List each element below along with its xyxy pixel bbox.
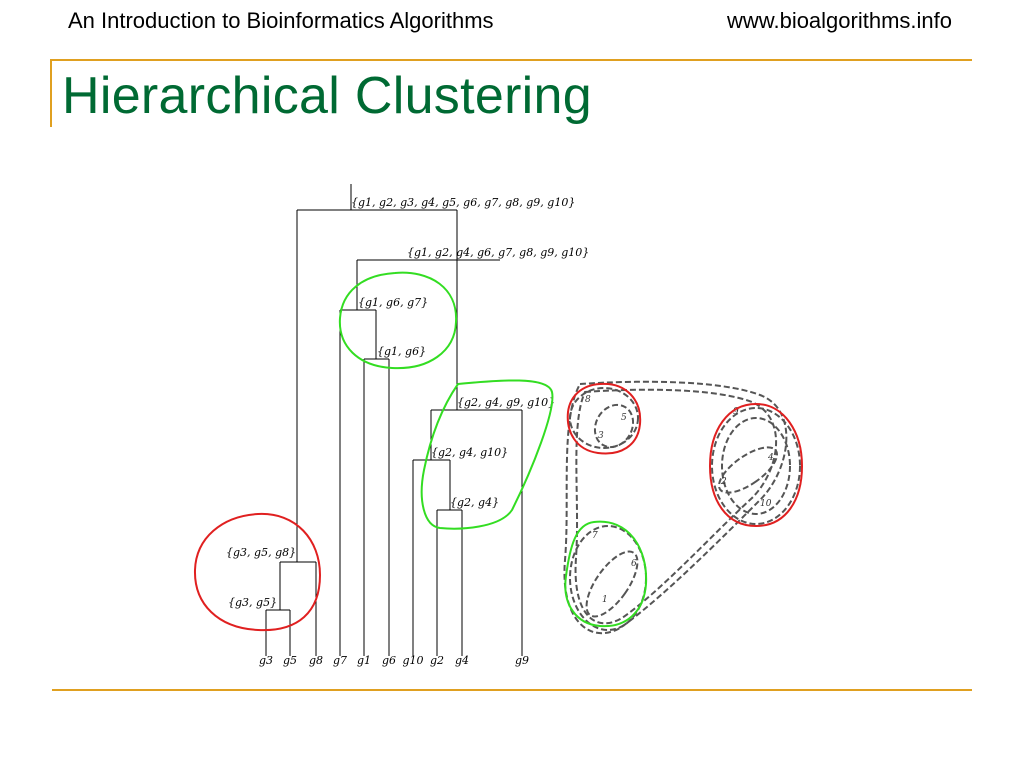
red-circle-9-4-2-10 bbox=[708, 402, 804, 528]
point-label: 2 bbox=[720, 477, 727, 487]
contour-7-6-1-inner bbox=[585, 550, 639, 618]
leaf-label: g5 bbox=[283, 654, 297, 667]
label-cluster-g2-g4-g9-g10: {g2, g4, g9, g10} bbox=[457, 396, 555, 409]
label-cluster-g3-g5-g8: {g3, g5, g8} bbox=[226, 546, 296, 559]
point-label: 6 bbox=[631, 559, 637, 569]
left-rule bbox=[50, 59, 52, 127]
point-label: 9 bbox=[733, 407, 739, 417]
red-circle-8-5-3 bbox=[566, 382, 642, 455]
header-left-text: An Introduction to Bioinformatics Algori… bbox=[68, 8, 494, 33]
leaf-label: g10 bbox=[402, 654, 423, 667]
green-circle-7-6-1 bbox=[564, 520, 648, 628]
red-circle-g3-g5-g8 bbox=[193, 512, 322, 632]
leaf-label: g4 bbox=[455, 654, 469, 667]
branch-g1-g6-g7 bbox=[339, 309, 377, 656]
contour-9-4-2-10-outer bbox=[711, 407, 801, 525]
label-cluster-all: {g1, g2, g3, g4, g5, g6, g7, g8, g9, g10… bbox=[351, 196, 575, 209]
bottom-rule bbox=[52, 689, 972, 691]
point-label: 8 bbox=[585, 395, 591, 405]
branch-g2-g4-g10 bbox=[412, 459, 451, 656]
leaf-label: g7 bbox=[333, 654, 347, 667]
mid-contour bbox=[574, 388, 777, 625]
point-label: 4 bbox=[767, 453, 774, 463]
label-cluster-g2-g4: {g2, g4} bbox=[450, 496, 499, 509]
leaf-label: g6 bbox=[382, 654, 396, 667]
contour-9-4-2-10-inner bbox=[718, 446, 778, 494]
point-label: 1 bbox=[602, 595, 608, 605]
leaf-label: g3 bbox=[259, 654, 273, 667]
outer-contour bbox=[563, 380, 788, 635]
point-label: 10 bbox=[760, 499, 772, 509]
branch-g2-g4-g9-g10 bbox=[430, 409, 523, 656]
point-label: 5 bbox=[621, 413, 627, 423]
top-rule bbox=[52, 59, 972, 61]
leaf-label: g2 bbox=[430, 654, 444, 667]
label-cluster-g1-g6-g7: {g1, g6, g7} bbox=[358, 296, 428, 309]
label-cluster-g1-g6: {g1, g6} bbox=[377, 345, 426, 358]
point-label: 7 bbox=[592, 531, 598, 541]
leaf-label: g8 bbox=[309, 654, 323, 667]
green-loop-g2-g4-g9-g10 bbox=[420, 379, 554, 530]
contour-8-5-3-inner bbox=[593, 403, 635, 449]
cluster-labels: {g1, g2, g3, g4, g5, g6, g7, g8, g9, g10… bbox=[226, 196, 589, 609]
leaf-labels: g3 g5 g8 g7 g1 g6 g10 g2 g4 g9 bbox=[259, 654, 529, 667]
label-cluster-8: {g1, g2, g4, g6, g7, g8, g9, g10} bbox=[407, 246, 589, 259]
branch-g1-g6-g7-link bbox=[356, 260, 458, 410]
label-cluster-g3-g5: {g3, g5} bbox=[228, 596, 277, 609]
point-labels: 8 5 3 9 4 2 10 7 6 1 bbox=[585, 395, 774, 605]
label-cluster-g2-g4-g10: {g2, g4, g10} bbox=[431, 446, 508, 459]
point-label: 3 bbox=[598, 431, 604, 441]
leaf-label: g1 bbox=[357, 654, 371, 667]
green-circle-g1-g6-g7 bbox=[338, 271, 458, 370]
branch-g2-g4 bbox=[436, 509, 463, 656]
slide-title: Hierarchical Clustering bbox=[62, 67, 592, 125]
branch-g3-g5-g8 bbox=[279, 561, 317, 656]
scatter-highlights bbox=[564, 382, 804, 628]
branch-g1-g6 bbox=[363, 358, 390, 656]
root-branch bbox=[296, 184, 458, 562]
contour-9-4-2-10-mid bbox=[721, 417, 791, 515]
leaf-label: g9 bbox=[515, 654, 529, 667]
header-right-url: www.bioalgorithms.info bbox=[727, 8, 952, 33]
contour-8-5-3-outer bbox=[569, 387, 639, 449]
dendrogram-highlights bbox=[193, 271, 554, 632]
scatter-clusters: 8 5 3 9 4 2 10 7 6 1 bbox=[563, 380, 804, 635]
branch-g3-g5 bbox=[265, 609, 291, 656]
